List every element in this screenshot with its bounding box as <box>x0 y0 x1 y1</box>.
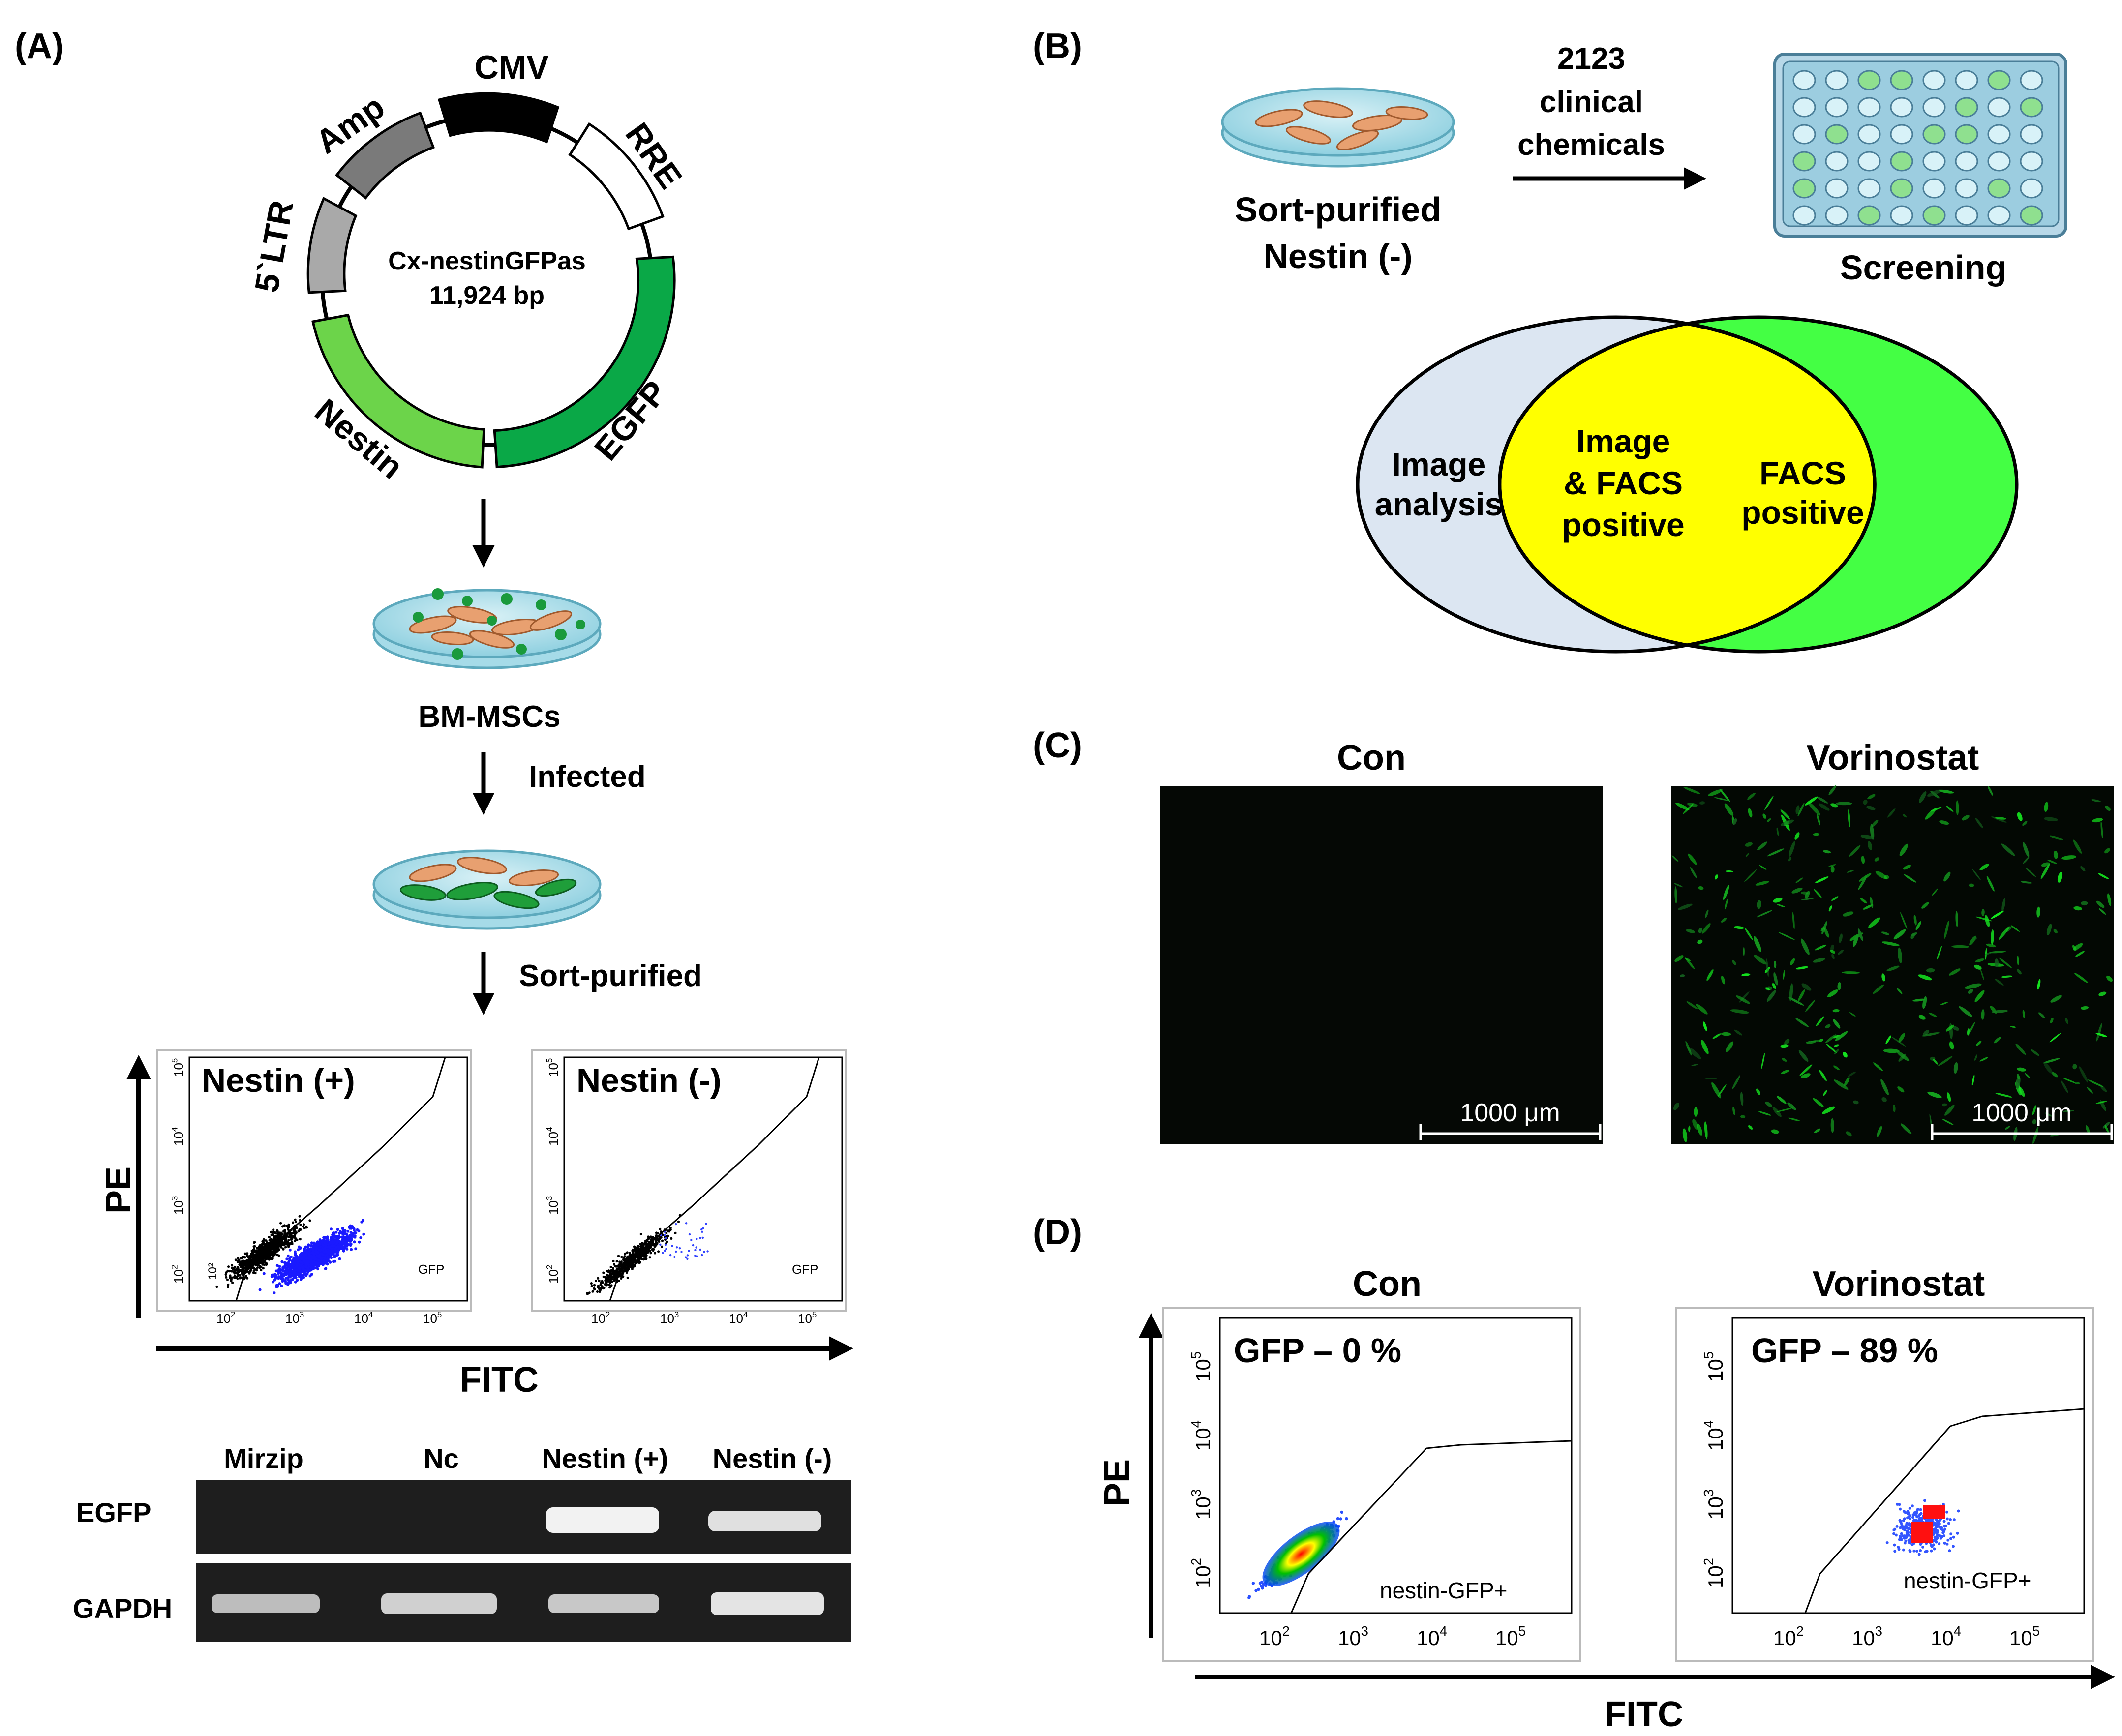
plasmid-size: 11,924 bp <box>429 281 545 310</box>
panel-label-b: (B) <box>1033 27 1082 66</box>
plate-wells <box>1792 70 2043 226</box>
cells-label: BM-MSCs <box>418 700 560 734</box>
flow-d-title-vorinostat: Vorinostat <box>1813 1264 1985 1304</box>
screen-arrow-text-2: clinical <box>1540 85 1643 119</box>
venn-mid-label-2: & FACS <box>1564 465 1683 501</box>
flow-plot-title: Nestin (-) <box>576 1062 722 1099</box>
image-title-vorinostat: Vorinostat <box>1807 738 1979 778</box>
svg-text:105: 105 <box>798 1310 817 1326</box>
gel-lane-label: Nestin (+) <box>542 1443 668 1474</box>
image-title-con: Con <box>1337 738 1406 778</box>
screen-arrow-text-1: 2123 <box>1557 42 1625 76</box>
plasmid-segment-nestin <box>311 313 485 469</box>
svg-text:103: 103 <box>285 1310 304 1326</box>
plasmid-segment-egfp <box>493 255 676 469</box>
svg-text:103: 103 <box>660 1310 679 1326</box>
sorted-label-line1: Sort-purified <box>1235 190 1441 229</box>
scale-bar-label: 1000 μm <box>1971 1099 2071 1127</box>
flow-d-x-axis-label: FITC <box>1605 1695 1683 1734</box>
flow-a-x-axis-label: FITC <box>460 1360 539 1400</box>
flow-plot-nestin-pos: Nestin (+) GFP 10² <box>156 1049 472 1312</box>
gel-lane-label: Nestin (-) <box>713 1443 832 1474</box>
gel-row-label: EGFP <box>76 1497 151 1528</box>
stat-label: GFP – 89 % <box>1751 1331 1938 1370</box>
flow-d-y-axis-label: PE <box>1097 1459 1137 1506</box>
flow-plot-title: Nestin (+) <box>202 1062 355 1099</box>
svg-text:10²: 10² <box>206 1263 219 1280</box>
stat-label: GFP – 0 % <box>1234 1331 1401 1370</box>
screen-arrow-text-3: chemicals <box>1517 128 1665 162</box>
plasmid-name: Cx-nestinGFPas <box>388 247 586 275</box>
gel-lane-label: Mirzip <box>224 1443 303 1474</box>
plasmid-segment-5ltr <box>306 197 358 294</box>
venn-right-label-1: FACS <box>1759 455 1846 491</box>
flow-plot-nestin-neg: Nestin (-) GFP <box>531 1049 847 1312</box>
venn-right-label-2: positive <box>1741 494 1864 531</box>
venn-left-label-1: Image <box>1392 446 1486 482</box>
step-sort-label: Sort-purified <box>519 959 702 993</box>
scatter-vorinostat <box>1885 1499 1960 1556</box>
plasmid-map: CMV RRE EGFP Nestin 5`LTR Amp Cx-nestinG… <box>248 49 690 486</box>
sorted-label-line2: Nestin (-) <box>1263 237 1412 275</box>
svg-text:102: 102 <box>591 1310 610 1326</box>
plasmid-segment-amp <box>335 111 435 200</box>
gate-label: nestin-GFP+ <box>1904 1568 2031 1593</box>
flow-a-y-axis-label: PE <box>99 1167 138 1214</box>
panel-label-d: (D) <box>1033 1213 1082 1252</box>
svg-text:104: 104 <box>729 1310 748 1326</box>
micrograph-vorinostat: 1000 μm <box>1671 785 2114 1144</box>
flow-plot-vorinostat: GFP – 89 % nestin-GFP+ <box>1675 1307 2094 1662</box>
gel-lane-label: Nc <box>424 1443 459 1474</box>
svg-text:104: 104 <box>354 1310 373 1326</box>
well-plate <box>1773 53 2067 238</box>
venn-mid-label-1: Image <box>1576 423 1670 459</box>
plasmid-segment-rre <box>568 122 665 231</box>
plasmid-label-cmv: CMV <box>474 49 548 86</box>
step-infected-label: Infected <box>529 760 646 794</box>
flow-d-title-con: Con <box>1353 1264 1422 1304</box>
gel-gapdh <box>196 1563 851 1642</box>
venn-left-label-2: analysis <box>1375 486 1503 522</box>
flow-plot-con: GFP – 0 % nestin-GFP+ <box>1162 1307 1581 1662</box>
plasmid-segment-cmv <box>437 92 560 144</box>
scatter-nestin-pos <box>215 1215 365 1295</box>
gate-label: GFP <box>792 1262 818 1277</box>
scale-bar-label: 1000 μm <box>1460 1099 1560 1127</box>
gate-label: nestin-GFP+ <box>1380 1578 1508 1603</box>
panel-label-c: (C) <box>1033 726 1082 765</box>
svg-text:105: 105 <box>423 1310 442 1326</box>
petri-dish-sorted <box>1221 87 1455 168</box>
svg-text:102: 102 <box>216 1310 235 1326</box>
petri-dish-infected <box>372 849 602 930</box>
venn-diagram <box>1356 315 2019 654</box>
gate-label: GFP <box>418 1262 444 1277</box>
scatter-con <box>1247 1510 1348 1600</box>
petri-dish-infection <box>372 588 602 669</box>
gel-row-label: GAPDH <box>73 1593 172 1624</box>
plasmid-label-5ltr: 5`LTR <box>248 198 301 295</box>
venn-mid-label-3: positive <box>1562 507 1684 543</box>
micrograph-con: 1000 μm <box>1160 786 1603 1144</box>
plate-label: Screening <box>1840 248 2006 287</box>
gel-egfp <box>196 1480 851 1554</box>
green-fluorescent-cells <box>1671 785 2113 1144</box>
panel-label-a: (A) <box>15 27 64 66</box>
